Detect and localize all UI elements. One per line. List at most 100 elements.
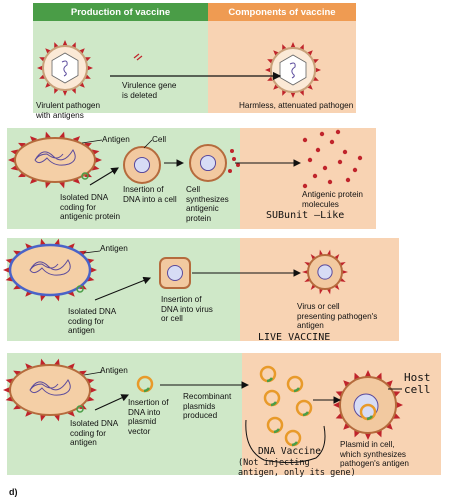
antigen-spike (306, 83, 313, 90)
components-header: Components of vaccine (208, 3, 356, 21)
antigen-spike (78, 48, 85, 55)
antigen-spike (25, 363, 33, 371)
arrow-c-dna (94, 276, 152, 301)
antigen-spike (13, 283, 21, 290)
antigen-spike (67, 243, 75, 251)
note-subunit: SUBunit —Like (266, 210, 345, 221)
antigen-spike (72, 176, 81, 184)
plasmid (284, 429, 302, 447)
plasmid (136, 375, 154, 393)
antigen-spike (13, 403, 21, 410)
arrow-d-dna (94, 394, 130, 411)
panel-b-components (240, 128, 376, 229)
antigen-spike (79, 370, 87, 377)
antigen-spike (3, 387, 10, 393)
antigen-spike (79, 250, 87, 257)
label-dna-d: Isolated DNA coding for antigen (70, 419, 119, 447)
antigen-spike (29, 136, 38, 144)
antigen-spike (72, 136, 81, 144)
label-insertion-b: Insertion of DNA into a cell (123, 185, 177, 204)
antigen-spike (364, 370, 372, 378)
bacterium-c (3, 238, 97, 302)
antigen-spike (314, 67, 321, 73)
panel-letter-d: d) (9, 487, 18, 497)
label-virulent-pathogen: Virulent pathogen with antigens (36, 101, 101, 120)
protein-dot (329, 139, 335, 145)
protein-dot (319, 131, 325, 137)
antigen-spike (67, 409, 75, 417)
antigen-spike (29, 176, 38, 184)
protein-dot (312, 173, 318, 179)
antigen-spike (8, 157, 15, 163)
label-result-d: Plasmid in cell, which synthesizes patho… (340, 440, 409, 468)
antigen-spike (13, 250, 21, 257)
attenuated-pathogen (265, 42, 321, 98)
label-gene-deleted: Virulence gene is deleted (122, 81, 177, 100)
protein-dot (315, 147, 321, 153)
protein-dot (302, 137, 308, 143)
note-host-cell: Host cell (404, 371, 431, 396)
label-recomb-d: Recombinant plasmids produced (183, 392, 232, 420)
bacterium-d (3, 358, 97, 422)
antigen-spike (395, 401, 403, 409)
dna-fragment (76, 405, 84, 413)
protein-dot (337, 159, 343, 165)
note-not-injecting: (Not injecting antigen, only its gene) (238, 458, 356, 478)
antigen-spike (385, 422, 393, 430)
label-attenuated: Harmless, attenuated pathogen (239, 101, 354, 110)
protein-dot (302, 183, 308, 189)
antigen-spike (90, 387, 97, 393)
antigen-spike (306, 50, 313, 57)
label-insertion-d: Insertion of DNA into plasmid vector (128, 398, 169, 436)
plasmid (263, 389, 281, 407)
antigen-spike (13, 370, 21, 377)
plasmid (259, 365, 277, 383)
antigen-spike (45, 48, 52, 55)
label-antigen-c: Antigen (100, 244, 128, 253)
antigenic-protein-molecules (302, 129, 363, 189)
antigen-spike (290, 42, 296, 49)
protein-dot (327, 179, 333, 185)
cell-b1 (123, 146, 161, 184)
plasmid (295, 399, 313, 417)
antigen-spike (341, 269, 348, 275)
antigen-spike (86, 65, 93, 71)
cell-c2 (302, 249, 348, 295)
antigen-spike (79, 403, 87, 410)
protein-dot (357, 155, 363, 161)
antigen-spike (343, 380, 351, 388)
protein-dot (342, 149, 348, 155)
antigen-spike (67, 363, 75, 371)
protein-dot (352, 167, 358, 173)
antigen-spike (290, 91, 296, 98)
label-dna-c: Isolated DNA coding for antigen (68, 307, 117, 335)
antigen-spike (79, 283, 87, 290)
antigen-spike (25, 409, 33, 417)
antigen-spike (45, 81, 52, 88)
dna-fragment (76, 285, 84, 293)
dna-fragment (81, 172, 89, 180)
antigen-spike (62, 40, 68, 47)
antigen-spike (67, 289, 75, 297)
protein-dot (345, 177, 351, 183)
antigen-spike (364, 432, 372, 440)
note-dna-vaccine: DNA Vaccine (258, 446, 321, 457)
antigen-spike (25, 289, 33, 297)
label-result-c: Virus or cell presenting pathogen's anti… (297, 302, 378, 330)
antigen-spike (265, 67, 272, 73)
bacterium-b (8, 131, 102, 189)
antigen-spike (302, 269, 309, 275)
virulent-pathogen (37, 40, 93, 96)
antigen-spike (3, 267, 10, 273)
cell-b2 (189, 144, 240, 182)
arrow-b-dna (89, 167, 119, 186)
antigen-spike (62, 89, 68, 96)
antigen-spike (273, 83, 280, 90)
cell-c1 (159, 257, 191, 289)
plasmids-d (136, 365, 313, 447)
protein-dot (322, 165, 328, 171)
antigen-spike (385, 380, 393, 388)
label-result-b: Antigenic protein molecules (302, 190, 363, 209)
dna-vaccine-bracket (245, 419, 326, 464)
